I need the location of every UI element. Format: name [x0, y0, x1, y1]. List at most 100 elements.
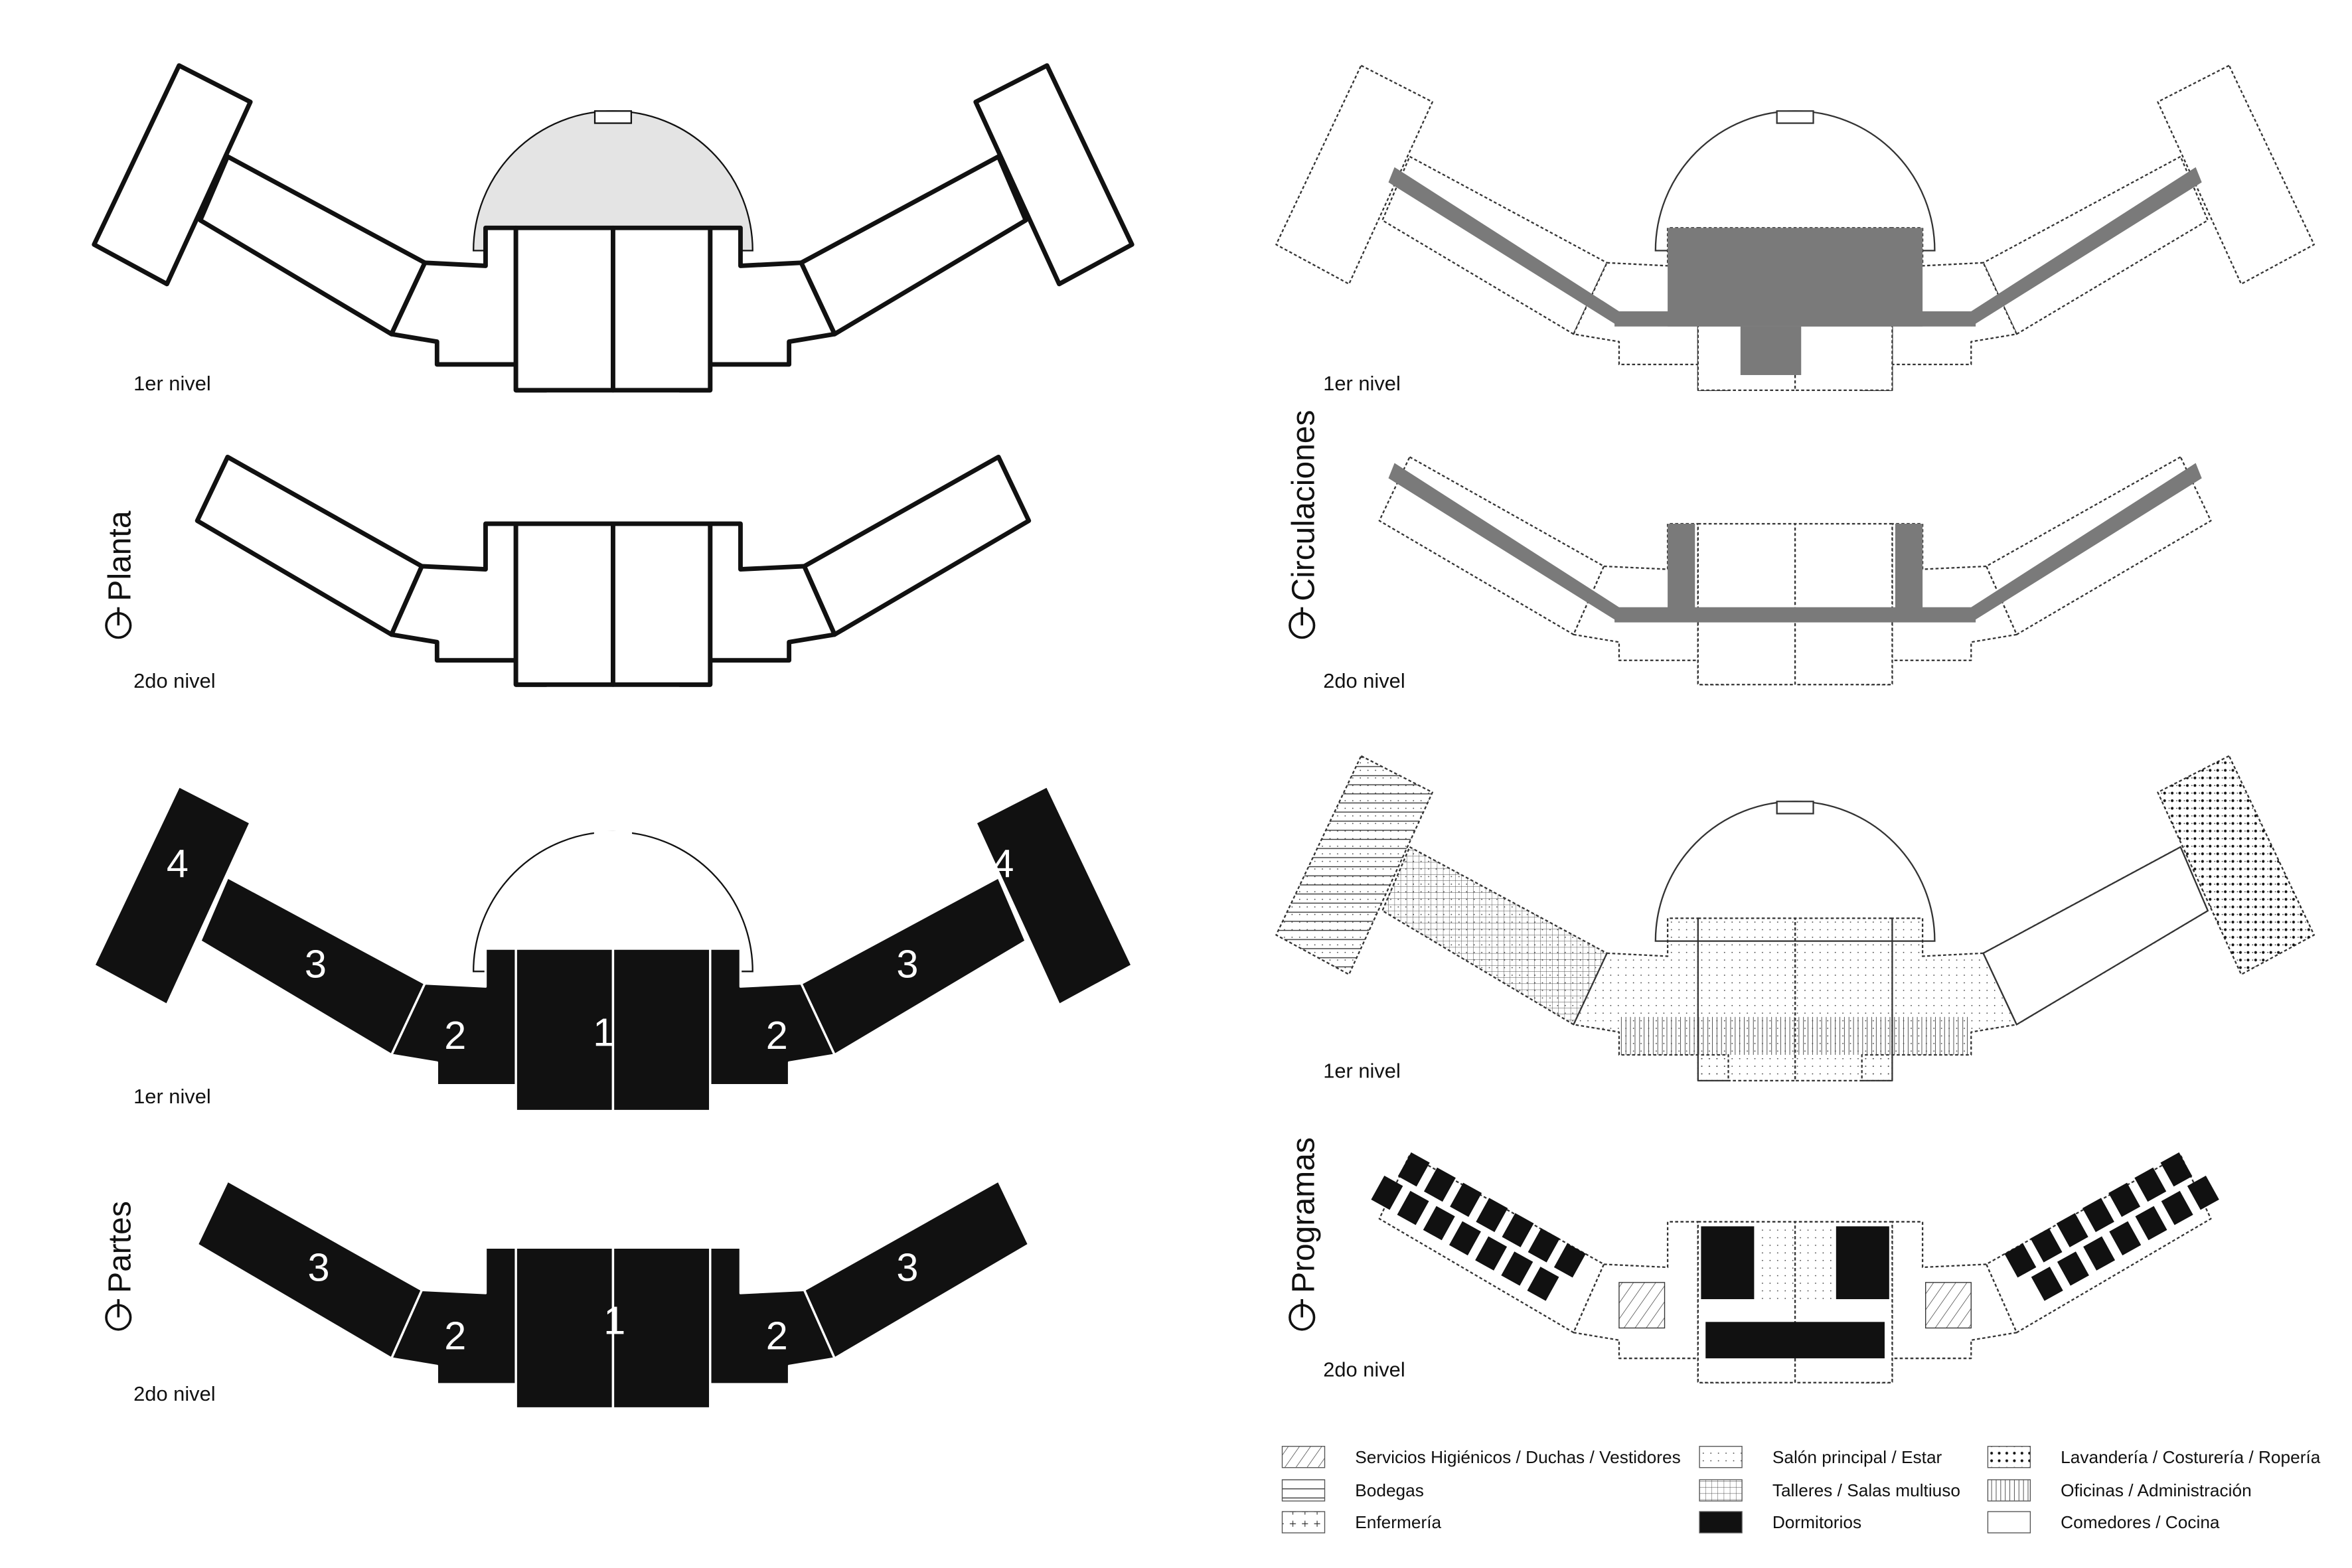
part-number-label: 3	[305, 941, 327, 986]
talleres-zone	[1382, 846, 1607, 1025]
dormitorio	[1423, 1167, 1456, 1202]
dormitorio	[2031, 1267, 2063, 1301]
legend-swatch	[1699, 1446, 1743, 1468]
legend-item: Comedores / Cocina	[1987, 1511, 2220, 1533]
programas-level1-plan	[1275, 755, 2315, 1082]
dormitorio	[1501, 1251, 1533, 1286]
planta-title: Planta	[103, 510, 138, 601]
planta-level2-label: 2do nivel	[133, 669, 215, 692]
legend-label: Servicios Higiénicos / Duchas / Vestidor…	[1355, 1447, 1681, 1467]
dormitorio	[2030, 1228, 2063, 1263]
dome-stair	[593, 110, 633, 124]
legend-item: Dormitorios	[1699, 1511, 1861, 1533]
north-arrow-icon	[105, 607, 132, 639]
legend-item: Lavandería / Costurería / Ropería	[1987, 1446, 2321, 1468]
legend-label: Lavandería / Costurería / Ropería	[2061, 1447, 2321, 1467]
legend-item: Bodegas	[1281, 1479, 1424, 1502]
circulation-corridor	[1614, 311, 1976, 327]
part-number-label: 3	[896, 941, 918, 986]
dormitorio	[1371, 1175, 1403, 1210]
dormitorio	[2109, 1221, 2142, 1256]
dormitorio	[1705, 1322, 1885, 1359]
legend-item: Talleres / Salas multiuso	[1699, 1479, 1960, 1502]
part-number-label: 2	[766, 1313, 788, 1358]
partes-level2-label: 2do nivel	[133, 1382, 215, 1405]
partes-level2-plan	[196, 1180, 1030, 1410]
circulation-hall	[1668, 228, 1923, 327]
legend-item: Servicios Higiénicos / Duchas / Vestidor…	[1281, 1446, 1681, 1468]
building-right-half	[611, 1180, 1030, 1410]
programas-level2-label: 2do nivel	[1323, 1358, 1405, 1381]
bodegas-zone	[1276, 755, 1433, 975]
circulation-corridor	[1614, 607, 1976, 623]
north-arrow-icon	[1289, 1299, 1316, 1331]
dome-stair	[1776, 110, 1814, 124]
legend-label: Oficinas / Administración	[2061, 1480, 2252, 1500]
part-number-label: 3	[307, 1245, 329, 1290]
legend-swatch	[1987, 1511, 2031, 1533]
legend-swatch	[1987, 1446, 2031, 1468]
dormitorio	[1836, 1226, 1889, 1300]
circulaciones-title-group: Circulaciones	[1287, 410, 1322, 639]
legend-swatch	[1281, 1479, 1326, 1502]
dormitorio	[2056, 1213, 2088, 1247]
dormitorio	[1449, 1221, 1481, 1256]
dormitorio	[2187, 1175, 2219, 1210]
legend-swatch	[1699, 1479, 1743, 1502]
dormitorio	[1527, 1267, 1559, 1301]
building-left-half	[196, 1180, 615, 1410]
servicios-zone	[1925, 1282, 1972, 1329]
building-right-half	[1794, 456, 2212, 686]
building-right-half	[611, 785, 1133, 1113]
circulation-corridor	[1388, 167, 1619, 327]
dome-stair	[1776, 801, 1814, 815]
legend-item: Enfermería	[1281, 1511, 1442, 1533]
legend-swatch	[1281, 1446, 1326, 1468]
circulation-stair	[1895, 523, 1923, 612]
planta-level1-plan	[94, 0, 1132, 390]
legend-label: Comedores / Cocina	[2061, 1512, 2220, 1532]
partes-level1-label: 1er nivel	[133, 1085, 211, 1108]
legend-label: Dormitorios	[1772, 1512, 1861, 1532]
salon-zone	[1755, 1226, 1835, 1300]
part-number-label: 3	[896, 1245, 918, 1290]
circulation-corridor	[1971, 463, 2202, 623]
circulation-entrance	[1740, 326, 1802, 375]
circulaciones-level2-label: 2do nivel	[1323, 669, 1405, 692]
dormitorio	[1397, 1190, 1429, 1225]
partes-level1-plan	[93, 785, 1133, 1113]
dormitorio	[2004, 1243, 2037, 1278]
dormitorio	[2083, 1236, 2116, 1271]
dome-stair	[593, 830, 633, 845]
legend-item: Oficinas / Administración	[1987, 1479, 2252, 1502]
comedores-zone	[1982, 846, 2209, 1026]
circulation-corridor	[1388, 463, 1619, 623]
legend-label: Enfermería	[1355, 1512, 1441, 1532]
dormitorio	[1450, 1182, 1482, 1217]
legend-swatch	[1987, 1479, 2031, 1502]
circulaciones-title: Circulaciones	[1287, 410, 1322, 601]
legend-swatch	[1281, 1511, 1326, 1533]
north-arrow-icon	[105, 1299, 132, 1331]
part-number-label: 1	[603, 1298, 625, 1343]
oficinas-zone	[1618, 1016, 1972, 1056]
partes-title-group: Partes	[103, 1201, 138, 1331]
planta-title-group: Planta	[103, 510, 138, 639]
part-number-label: 4	[992, 842, 1014, 886]
lavanderia-zone	[2157, 755, 2314, 975]
circulation-stair	[1668, 523, 1695, 612]
building-left-half	[94, 66, 613, 390]
dormitorio	[2135, 1206, 2167, 1241]
circulation-corridor	[1971, 167, 2202, 327]
planta-level1-label: 1er nivel	[133, 372, 211, 395]
part-number-label: 2	[444, 1013, 466, 1058]
building-right-half	[613, 457, 1028, 684]
dormitorio	[2134, 1167, 2167, 1202]
programas-title-group: Programas	[1287, 1137, 1322, 1331]
dormitorio	[1528, 1228, 1560, 1263]
dormitorio	[1423, 1206, 1455, 1241]
servicios-zone	[1618, 1282, 1666, 1329]
programas-level2-plan	[1371, 1152, 2219, 1383]
building-left-half	[1378, 456, 1796, 686]
